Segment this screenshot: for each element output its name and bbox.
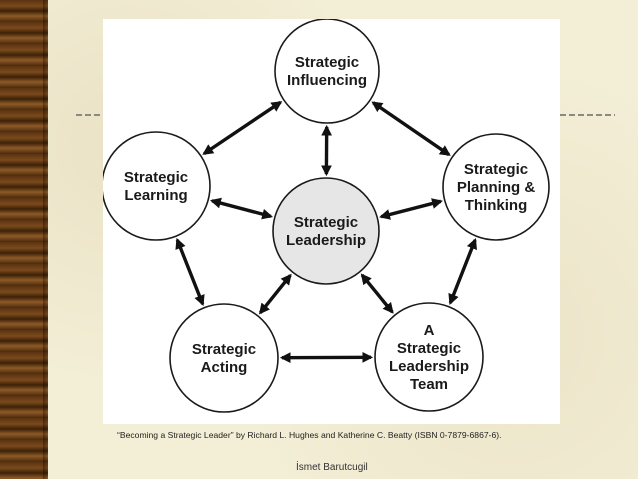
- node-label-team-line-1: A: [424, 322, 435, 339]
- node-label-team-line-4: Team: [410, 376, 448, 393]
- node-circle-planning: [442, 133, 550, 241]
- node-label-team-line-2: Strategic: [397, 340, 461, 357]
- node-label-influencing-line-2: Influencing: [287, 72, 367, 89]
- node-label-acting-line-2: Acting: [201, 359, 248, 376]
- node-circle-team: [374, 302, 484, 412]
- arrows-layer: [175, 100, 477, 364]
- arrow-learning-influencing: [202, 100, 283, 156]
- node-circle-acting: [169, 303, 279, 413]
- node-circle-influencing: [274, 19, 380, 124]
- book-citation: “Becoming a Strategic Leader” by Richard…: [117, 430, 502, 440]
- author-footer: İsmet Barutcugil: [296, 462, 368, 473]
- node-circle-leadership: [272, 177, 380, 285]
- arrow-leadership-planning: [379, 198, 443, 220]
- book-binding-decoration: [0, 0, 48, 479]
- node-label-influencing-line-1: Strategic: [295, 54, 359, 71]
- arrow-leadership-learning: [209, 197, 274, 220]
- arrow-influencing-planning: [371, 101, 451, 157]
- node-label-learning-line-1: Strategic: [124, 169, 188, 186]
- node-label-planning-line-2: Planning &: [457, 179, 536, 196]
- node-circle-learning: [103, 131, 211, 241]
- divider-line-left: [76, 114, 103, 116]
- arrow-planning-team: [448, 237, 477, 306]
- arrow-leadership-team: [360, 273, 394, 314]
- node-label-leadership-line-1: Strategic: [294, 214, 358, 231]
- node-label-planning-line-1: Strategic: [464, 161, 528, 178]
- node-label-acting-line-1: Strategic: [192, 341, 256, 358]
- node-label-learning-line-2: Learning: [124, 187, 187, 204]
- node-label-leadership-line-2: Leadership: [286, 232, 366, 249]
- arrow-leadership-acting: [258, 273, 292, 315]
- arrow-acting-learning: [175, 237, 205, 307]
- node-label-team-line-3: Leadership: [389, 358, 469, 375]
- node-label-planning-line-3: Thinking: [465, 197, 528, 214]
- divider-line-right: [560, 114, 615, 116]
